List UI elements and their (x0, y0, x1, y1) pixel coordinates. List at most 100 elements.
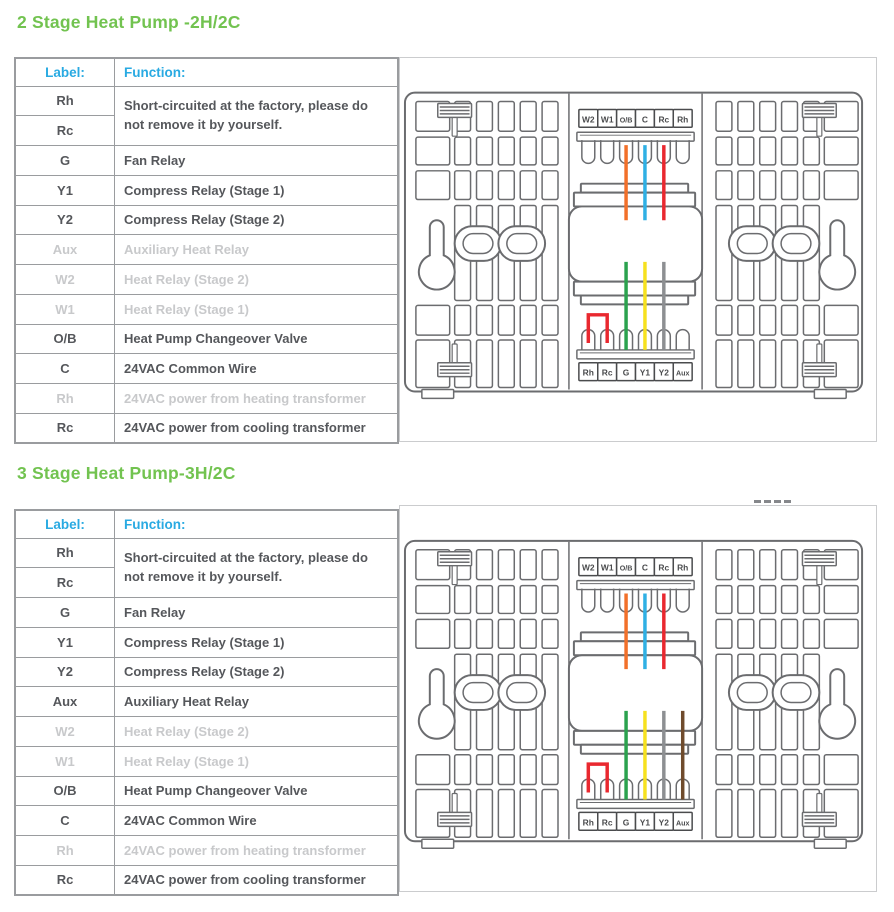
function-cell: Compress Relay (Stage 1) (114, 626, 399, 658)
bottom-terminal-label: Rc (602, 817, 613, 827)
function-cell: 24VAC power from cooling transformer (114, 412, 399, 444)
top-terminal-label: O/B (620, 116, 633, 124)
bottom-terminal-label: Y1 (640, 817, 651, 827)
top-terminal-label: Rc (658, 563, 669, 573)
keyhole-slots (417, 668, 857, 740)
terminal-label-cell: O/B (14, 775, 115, 807)
jumper-wire (586, 762, 609, 793)
function-column-header: Function: (114, 509, 399, 539)
label-column-header: Label: (14, 509, 115, 539)
section-title-3-stage: 3 Stage Heat Pump-3H/2C (17, 463, 236, 483)
terminal-label-cell: Y2 (14, 204, 115, 236)
bottom-terminal-label: Y2 (659, 368, 670, 378)
function-cell: Compress Relay (Stage 1) (114, 174, 399, 206)
keyhole-slots (417, 219, 857, 291)
top-terminal-label: Rc (658, 114, 669, 124)
wire-pass-through-ovals (453, 225, 821, 262)
table-row: Rh Short-circuited at the factory, pleas… (14, 537, 399, 598)
cropped-print-artifact (754, 500, 791, 503)
function-cell: Heat Relay (Stage 1) (114, 293, 399, 325)
bottom-terminal-label: Aux (676, 370, 690, 378)
function-cell: Heat Pump Changeover Valve (114, 775, 399, 807)
function-cell: Heat Relay (Stage 2) (114, 716, 399, 747)
terminal-label-cell: O/B (14, 323, 115, 355)
top-terminal-label: O/B (620, 565, 633, 573)
top-terminal-label: W2 (582, 563, 595, 573)
terminal-label-cell: G (14, 597, 115, 628)
function-cell: Compress Relay (Stage 2) (114, 204, 399, 236)
function-cell: Auxiliary Heat Relay (114, 686, 399, 717)
bottom-terminal-block: Rh Rc G Y1 Y2 Aux (576, 778, 695, 832)
bottom-terminal-label: Y2 (659, 817, 670, 827)
terminal-label-cell: W1 (14, 745, 115, 777)
bottom-terminal-label: Rh (583, 817, 594, 827)
mounting-screws (437, 102, 837, 378)
terminal-label-cell: Rc (14, 115, 115, 146)
section-title-2-stage: 2 Stage Heat Pump -2H/2C (17, 12, 241, 32)
function-cell: 24VAC power from cooling transformer (114, 864, 399, 896)
top-terminal-label: W2 (582, 114, 595, 124)
terminal-label-cell: W1 (14, 293, 115, 325)
terminal-label-cell: Y2 (14, 656, 115, 688)
bottom-terminal-label: Y1 (640, 368, 651, 378)
terminal-label-cell: Rh (14, 537, 115, 569)
bottom-terminal-label: G (623, 817, 630, 827)
function-cell: 24VAC Common Wire (114, 353, 399, 384)
function-cell: 24VAC power from heating transformer (114, 835, 399, 866)
function-cell: 24VAC power from heating transformer (114, 383, 399, 414)
top-terminal-label: W1 (601, 114, 614, 124)
wires (624, 593, 685, 800)
bottom-terminal-label: Rh (583, 368, 594, 378)
terminal-label-cell: Rc (14, 412, 115, 444)
terminal-label-cell: Rh (14, 383, 115, 414)
terminal-label-cell: Rh (14, 85, 115, 117)
top-terminal-label: Rh (677, 114, 688, 124)
function-cell: Heat Relay (Stage 2) (114, 264, 399, 295)
table-header-row: Label: Function: (14, 57, 399, 87)
function-cell: Short-circuited at the factory, please d… (114, 537, 399, 598)
mounting-screws (437, 551, 837, 828)
table-row: Rc (14, 567, 398, 598)
terminal-label-cell: Rc (14, 567, 115, 598)
top-terminal-label: C (642, 563, 648, 573)
function-cell: Heat Relay (Stage 1) (114, 745, 399, 777)
terminal-label-cell: Aux (14, 234, 115, 265)
wires (624, 145, 666, 350)
function-cell: 24VAC Common Wire (114, 805, 399, 836)
function-cell: Short-circuited at the factory, please d… (114, 85, 399, 146)
bottom-terminal-label: Aux (676, 819, 690, 827)
terminal-label-cell: G (14, 145, 115, 176)
terminal-label-cell: Y1 (14, 626, 115, 658)
bottom-terminal-label: Rc (602, 368, 613, 378)
terminal-label-cell: W2 (14, 716, 115, 747)
top-terminal-label: Rh (677, 563, 688, 573)
terminal-label-cell: Rc (14, 864, 115, 896)
table-row: Rc (14, 115, 398, 146)
thermostat-module (567, 182, 704, 306)
function-cell: Fan Relay (114, 597, 399, 628)
table-header-row: Label: Function: (14, 509, 399, 539)
